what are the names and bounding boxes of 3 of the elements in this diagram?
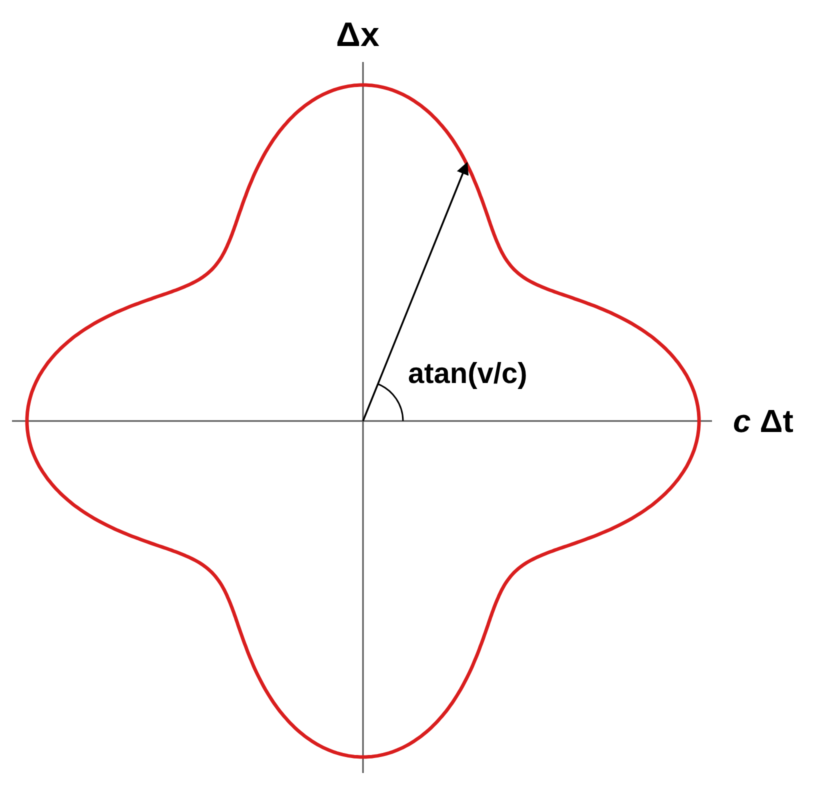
axis-label: c Δt (733, 405, 794, 437)
axis-label: Δx (336, 18, 380, 52)
angle-label: atan(v/c) (408, 360, 528, 389)
